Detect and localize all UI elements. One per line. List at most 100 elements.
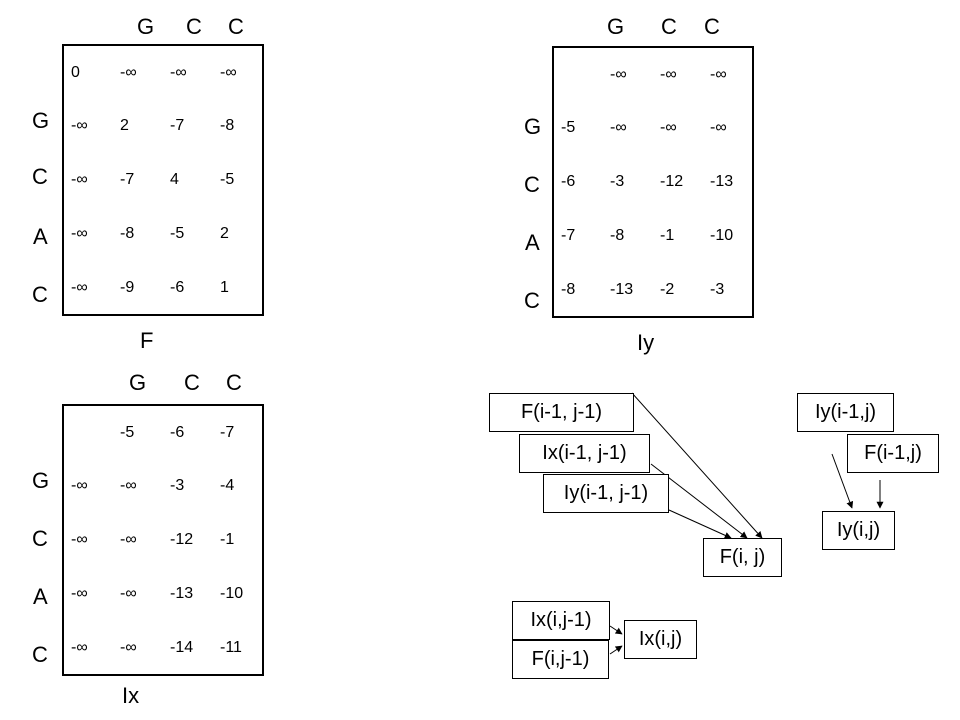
matrix-cell: -∞ xyxy=(120,638,137,656)
matrix-cell: -∞ xyxy=(71,531,88,548)
ix-diag-source-box: Ix(i-1, j-1) xyxy=(519,434,650,473)
matrix-cell: -7 xyxy=(220,423,235,441)
matrix-cell: -8 xyxy=(120,225,135,242)
row-seq-letter: A xyxy=(525,230,540,255)
matrix-cell: -3 xyxy=(710,280,725,298)
matrix-cell: -5 xyxy=(561,119,576,136)
col-seq-letter: G xyxy=(137,14,155,39)
matrix-cell: -∞ xyxy=(710,65,727,83)
matrix-cell: -∞ xyxy=(170,63,187,81)
matrix-cell: -6 xyxy=(561,173,576,190)
matrix-cell: -8 xyxy=(610,227,625,244)
col-seq-letter: C xyxy=(186,14,202,39)
matrix-cell: -13 xyxy=(170,585,194,602)
arrow-ix-left-to-ix xyxy=(609,625,623,635)
matrix-cell: -9 xyxy=(120,278,135,296)
row-seq-letter: G xyxy=(524,114,542,139)
iy-diag-source-box: Iy(i-1, j-1) xyxy=(543,474,669,513)
matrix-cell: -∞ xyxy=(660,65,677,83)
matrix-cell: -11 xyxy=(220,638,242,656)
arrow-f-left-to-ix xyxy=(609,645,623,655)
matrix-cell: -8 xyxy=(220,117,235,134)
matrix-cell: -1 xyxy=(220,531,235,548)
matrix-cell: -7 xyxy=(120,171,135,188)
ix-left-source-box: Ix(i,j-1) xyxy=(512,601,610,640)
col-seq-letter: G xyxy=(129,370,147,395)
matrix-cell: -2 xyxy=(660,280,675,298)
f-target-box: F(i, j) xyxy=(703,538,782,577)
matrix-cell: -∞ xyxy=(710,119,727,136)
row-seq-letter: A xyxy=(33,224,48,249)
matrix-cell: -∞ xyxy=(610,119,627,136)
matrix-cell: -4 xyxy=(220,477,235,494)
matrix-cell: -5 xyxy=(170,225,185,242)
ix-target-box: Ix(i,j) xyxy=(624,620,697,659)
matrix-cell: -3 xyxy=(610,173,625,190)
matrix-cell: -5 xyxy=(220,171,235,188)
matrix-cell: 2 xyxy=(120,117,129,134)
matrix-cell: -∞ xyxy=(71,171,88,188)
row-seq-letter: C xyxy=(32,164,48,189)
matrix-cell: -13 xyxy=(610,280,634,298)
matrix-f-label: F xyxy=(140,328,154,353)
matrix-cell: -13 xyxy=(710,173,734,190)
matrix-f: 0 -∞ -∞ -∞ -∞ 2 -7 -8 -∞ -7 4 -5 -∞ -8 -… xyxy=(62,44,264,316)
col-seq-letter: C xyxy=(184,370,200,395)
arrow-iy-up-to-iy xyxy=(831,453,854,509)
row-seq-letter: G xyxy=(32,108,50,133)
row-seq-letter: A xyxy=(33,584,48,609)
matrix-cell: -6 xyxy=(170,278,185,296)
matrix-cell: -7 xyxy=(170,117,185,134)
matrix-cell: -∞ xyxy=(120,477,137,494)
matrix-cell: -3 xyxy=(170,477,185,494)
matrix-cell: -∞ xyxy=(71,585,88,602)
matrix-cell: -10 xyxy=(220,585,244,602)
f-up-source-box: F(i-1,j) xyxy=(847,434,939,473)
matrix-cell: -12 xyxy=(170,531,194,548)
matrix-cell: -∞ xyxy=(71,117,88,134)
matrix-cell: -∞ xyxy=(610,65,627,83)
matrix-cell: 2 xyxy=(220,225,229,242)
col-seq-letter: C xyxy=(228,14,244,39)
matrix-ix-label: Ix xyxy=(122,683,140,708)
matrix-cell: -∞ xyxy=(71,477,88,494)
matrix-cell: -10 xyxy=(710,227,734,244)
matrix-cell: -7 xyxy=(561,227,576,244)
arrow-f-diag-to-f xyxy=(631,392,763,539)
matrix-cell: -12 xyxy=(660,173,684,190)
matrix-cell: -8 xyxy=(561,280,576,298)
arrow-iy-diag-to-f xyxy=(668,509,732,539)
matrix-cell: 4 xyxy=(170,171,179,188)
matrix-cell: -∞ xyxy=(220,63,237,81)
matrix-cell: -∞ xyxy=(120,585,137,602)
f-diag-source-box: F(i-1, j-1) xyxy=(489,393,634,432)
row-seq-letter: G xyxy=(32,468,50,493)
col-seq-letter: C xyxy=(226,370,242,395)
matrix-cell: -∞ xyxy=(660,119,677,136)
matrix-cell: 0 xyxy=(71,63,80,81)
matrix-cell: -5 xyxy=(120,423,135,441)
matrix-cell: -14 xyxy=(170,638,194,656)
matrix-cell: -∞ xyxy=(120,531,137,548)
col-seq-letter: G xyxy=(607,14,625,39)
f-left-source-box: F(i,j-1) xyxy=(512,640,609,679)
col-seq-letter: C xyxy=(661,14,677,39)
matrix-iy: -∞ -∞ -∞ -5 -∞ -∞ -∞ -6 -3 -12 -13 -7 -8… xyxy=(552,46,754,318)
matrix-iy-label: Iy xyxy=(637,330,655,355)
matrix-cell: -6 xyxy=(170,423,185,441)
matrix-cell: -∞ xyxy=(71,278,88,296)
matrix-cell: -∞ xyxy=(71,638,88,656)
matrix-cell: -∞ xyxy=(120,63,137,81)
row-seq-letter: C xyxy=(32,642,48,667)
row-seq-letter: C xyxy=(32,526,48,551)
row-seq-letter: C xyxy=(32,282,48,307)
matrix-ix: -5 -6 -7 -∞ -∞ -3 -4 -∞ -∞ -12 -1 -∞ -∞ … xyxy=(62,404,264,676)
matrix-cell: 1 xyxy=(220,278,229,296)
matrix-cell: -∞ xyxy=(71,225,88,242)
iy-target-box: Iy(i,j) xyxy=(822,511,895,550)
iy-up-source-box: Iy(i-1,j) xyxy=(797,393,894,432)
col-seq-letter: C xyxy=(704,14,720,39)
row-seq-letter: C xyxy=(524,288,540,313)
matrix-cell: -1 xyxy=(660,227,675,244)
